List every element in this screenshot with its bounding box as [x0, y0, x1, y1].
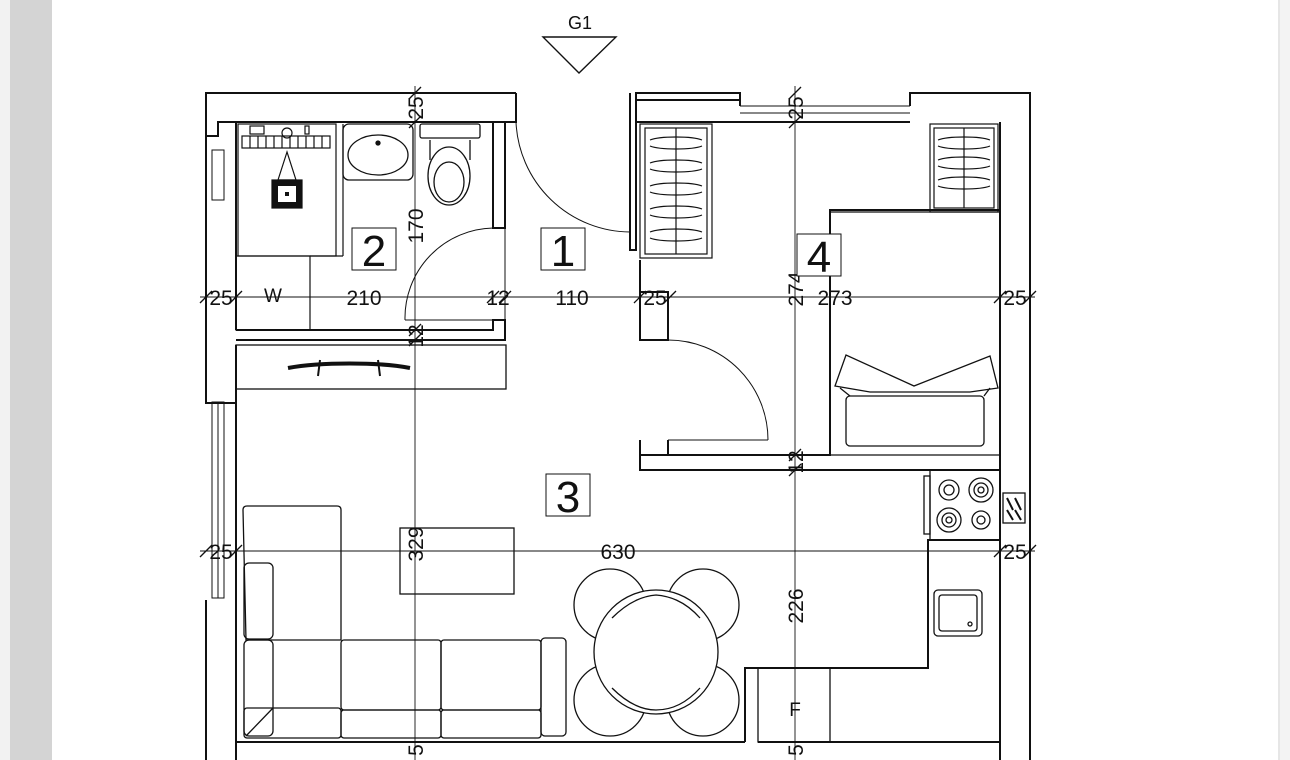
section-marker-label: G1 — [568, 13, 592, 33]
dim-label: 25 — [1003, 287, 1026, 310]
room-labels: 1 2 3 4 — [351, 227, 842, 522]
dim-label: 12 — [486, 287, 509, 310]
wardrobe-corridor — [639, 123, 713, 259]
room-number-3: 3 — [556, 473, 580, 522]
dim-label: 25 — [785, 96, 808, 119]
dim-label: 25 — [209, 287, 232, 310]
dim-label: 329 — [405, 526, 428, 561]
bed — [830, 211, 1001, 456]
kitchen-sink — [933, 589, 983, 637]
dimension-labels: 25 210 12 110 25 273 25 25 630 25 25 170… — [209, 96, 1026, 756]
dim-label: 5 — [785, 744, 808, 756]
laundry-counter — [237, 123, 337, 257]
dim-label: 25 — [643, 287, 666, 310]
dim-label: 110 — [555, 287, 588, 310]
doors — [404, 98, 769, 441]
washer-label: W — [264, 286, 282, 307]
dim-label: 25 — [405, 96, 428, 119]
dim-label: 274 — [785, 271, 808, 306]
dim-label: 226 — [785, 588, 808, 623]
dim-label: 210 — [346, 287, 381, 310]
viewer-left-frame — [0, 0, 52, 760]
toilet — [419, 123, 481, 206]
dim-label: 5 — [405, 744, 428, 756]
dining-table — [573, 568, 740, 737]
fridge-label: F — [789, 700, 801, 721]
fridge — [757, 667, 831, 743]
dim-label: 630 — [600, 541, 635, 564]
dim-label: 25 — [1003, 541, 1026, 564]
sofa — [242, 505, 567, 739]
dim-label: 12 — [405, 324, 428, 347]
wardrobe-rail — [235, 344, 507, 390]
washer-box — [235, 255, 311, 331]
room-number-1: 1 — [551, 227, 575, 276]
stove — [923, 469, 1026, 541]
dim-label: 12 — [785, 450, 808, 473]
dim-label: 170 — [405, 208, 428, 243]
section-marker: G1 — [541, 13, 618, 74]
dim-label: 25 — [209, 541, 232, 564]
room-number-4: 4 — [807, 233, 831, 282]
viewer-right-frame — [1278, 0, 1290, 760]
room-number-2: 2 — [362, 227, 386, 276]
coffee-table — [399, 527, 515, 595]
dim-label: 273 — [817, 287, 852, 310]
bath-sink — [342, 123, 414, 181]
wardrobe-bedroom — [929, 123, 999, 213]
window-left — [211, 149, 225, 599]
dimension-lines — [199, 86, 1037, 760]
